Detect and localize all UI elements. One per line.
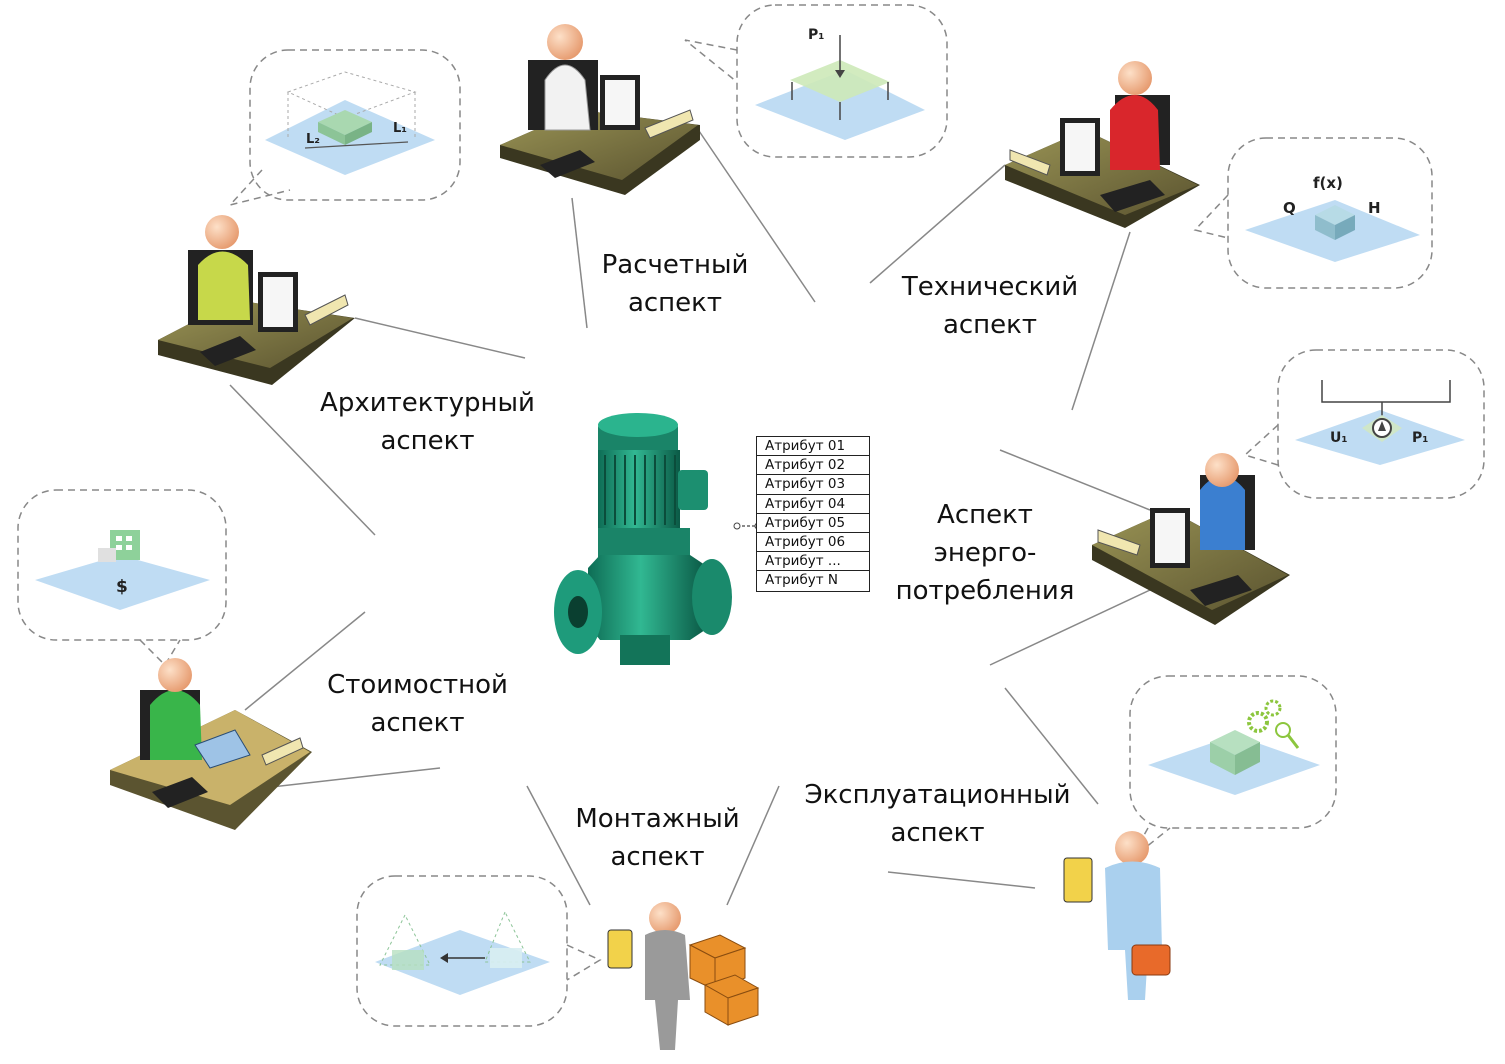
label-line: Монтажный: [575, 804, 740, 834]
keyboard: [200, 336, 256, 366]
attribute-row: Атрибут 02: [757, 456, 869, 476]
pump-illustration: [554, 413, 732, 665]
bubble-cost: $: [17, 489, 227, 667]
bubble-tech: f(x) Q H: [1193, 137, 1433, 289]
bubble-label-q: Q: [1283, 199, 1296, 217]
bubble-label-p1: P₁: [1412, 430, 1428, 446]
person-head: [1118, 61, 1152, 95]
keyboard: [1190, 575, 1252, 606]
label-line: энерго-: [933, 538, 1037, 568]
label-calc-aspect: Расчетный аспект: [580, 246, 770, 322]
connector-line: [726, 785, 780, 906]
person-head: [1205, 453, 1239, 487]
label-line: аспект: [370, 708, 465, 738]
pump-motor: [598, 450, 680, 530]
connector-line: [526, 785, 591, 906]
pump-flange-right: [692, 559, 732, 635]
connector-line: [999, 449, 1151, 511]
attribute-row: Атрибут 05: [757, 514, 869, 533]
person-arch: [198, 251, 250, 320]
label-line: Стоимостной: [327, 670, 508, 700]
label-line: Расчетный: [601, 250, 749, 280]
calculator: [194, 729, 251, 769]
connector-line: [1004, 687, 1099, 805]
pump-housing: [588, 555, 705, 640]
attribute-row: Атрибут 03: [757, 475, 869, 495]
connector-lines: [229, 127, 1151, 906]
bubble-label-u1: U₁: [1330, 430, 1348, 446]
person-cost: [150, 690, 202, 760]
connector-line: [229, 384, 376, 536]
bubble-calc: P₁: [684, 4, 948, 158]
connector-line: [989, 589, 1151, 666]
workstation-energy: [1092, 453, 1290, 625]
label-line: Архитектурный: [320, 388, 535, 418]
label-line: аспект: [627, 288, 723, 318]
phone: [152, 777, 208, 808]
bubble-label-l1: L₁: [393, 121, 407, 136]
person-tech: [1110, 95, 1160, 170]
person-head: [547, 24, 583, 60]
bubble-label-force: P₁: [808, 27, 824, 43]
label-mount-aspect: Монтажный аспект: [560, 800, 755, 876]
connector-line: [696, 127, 816, 303]
label-line: Технический: [901, 272, 1079, 302]
person-calc: [544, 64, 591, 131]
bubble-label-dollar: $: [116, 577, 128, 597]
workstation-cost: [110, 658, 312, 830]
person-mount: [645, 930, 690, 1050]
workstation-tech: [1005, 61, 1200, 228]
connector-line: [1071, 231, 1131, 411]
bubble-label-h: H: [1368, 199, 1381, 217]
attribute-table: Атрибут 01 Атрибут 02 Атрибут 03 Атрибут…: [756, 436, 870, 592]
person-mount-figure: [607, 902, 760, 1050]
attribute-row: Атрибут 01: [757, 437, 869, 457]
label-line: аспект: [890, 818, 985, 848]
label-line: аспект: [942, 310, 1038, 340]
workstation-calc: [500, 24, 700, 195]
connector-line: [887, 871, 1036, 889]
bubble-operation: [1129, 675, 1337, 861]
label-line: аспект: [610, 842, 705, 872]
connector-line: [354, 317, 526, 359]
label-tech-aspect: Технический аспект: [885, 268, 1095, 344]
bubble-label-func: f(x): [1313, 174, 1343, 192]
workstation-arch: [158, 215, 355, 385]
person-head: [1115, 831, 1149, 865]
person-operation-figure: [1063, 831, 1171, 1000]
label-line: Эксплуатационный: [804, 780, 1071, 810]
attribute-row: Атрибут 04: [757, 495, 869, 514]
bubble-label-l2: L₂: [306, 132, 320, 147]
bubble-energy: U₁ P₁: [1243, 349, 1485, 499]
keyboard: [1100, 180, 1165, 212]
attribute-row: Атрибут 06: [757, 533, 869, 553]
person-head: [158, 658, 192, 692]
person-energy: [1200, 476, 1245, 550]
person-head: [649, 902, 681, 934]
boxes: [688, 934, 760, 1026]
attribute-row: Атрибут N: [765, 572, 839, 589]
label-cost-aspect: Стоимостной аспект: [315, 666, 520, 742]
label-energy-aspect: Аспект энерго- потребления: [880, 496, 1090, 610]
attribute-row: Атрибут ...: [757, 552, 869, 572]
label-line: аспект: [380, 426, 475, 456]
keyboard: [540, 150, 595, 178]
briefcase: [1131, 944, 1171, 976]
label-arch-aspect: Архитектурный аспект: [310, 384, 545, 460]
label-line: Аспект: [937, 500, 1033, 530]
person-head: [205, 215, 239, 249]
bubble-mount: [356, 875, 602, 1027]
label-operation-aspect: Эксплуатационный аспект: [800, 776, 1075, 852]
connector-line: [571, 197, 588, 329]
scanner: [1063, 857, 1093, 903]
label-line: потребления: [895, 576, 1075, 606]
connector-line: [869, 164, 1006, 284]
scanner: [607, 929, 633, 969]
connector-line: [244, 611, 366, 711]
person-operation: [1105, 861, 1162, 1000]
bubble-arch: L₂ L₁: [227, 49, 461, 207]
